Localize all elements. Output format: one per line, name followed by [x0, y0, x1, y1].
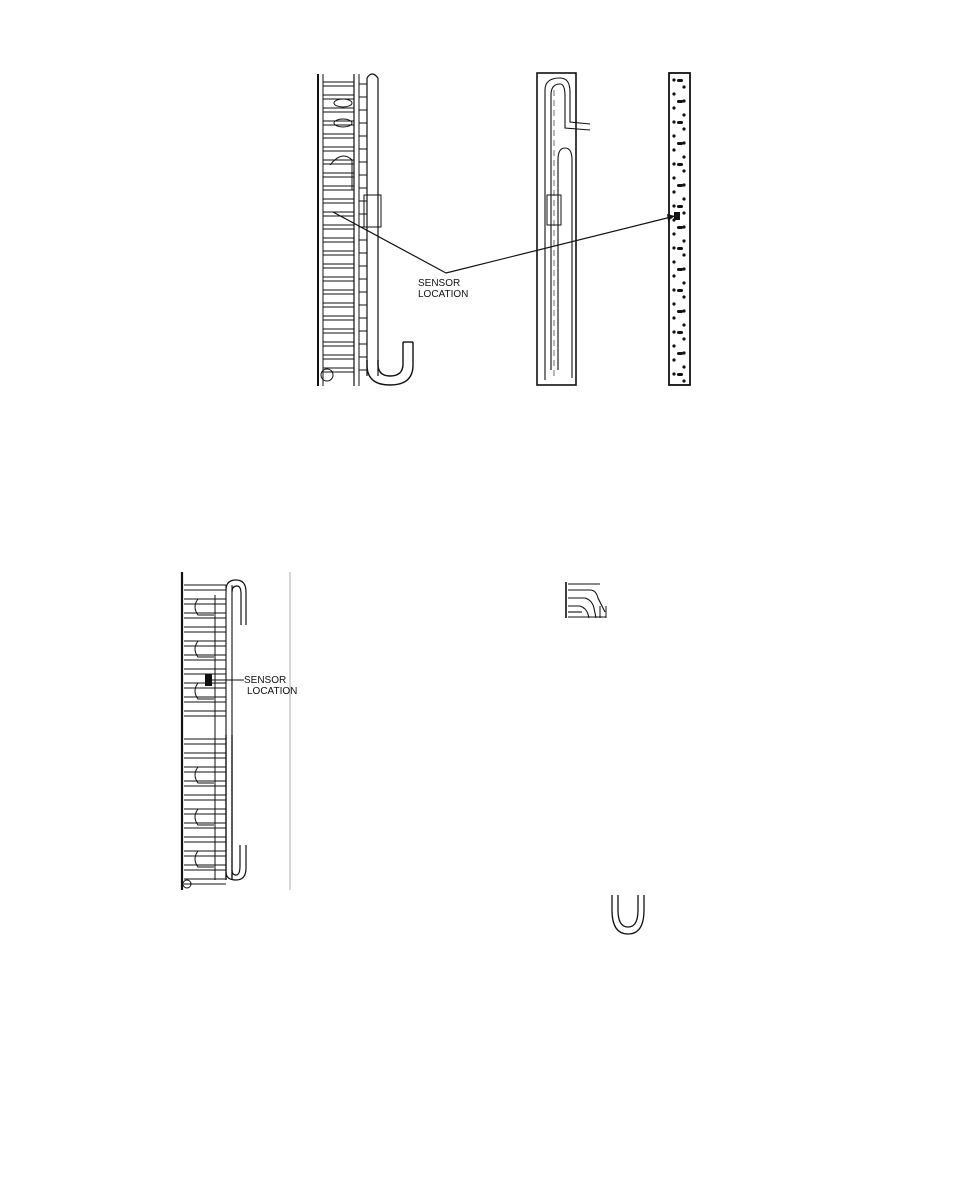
- plate-hole: [672, 120, 675, 123]
- plate-hole: [682, 127, 685, 130]
- plate-hole: [672, 344, 675, 347]
- plate-hole: [672, 274, 675, 277]
- plate-hole: [672, 302, 675, 305]
- plate-slot: [677, 142, 683, 145]
- plate-slot: [677, 331, 683, 334]
- plate-hole: [682, 253, 685, 256]
- top-right-fin-end-plate: [669, 73, 690, 385]
- plate-hole: [682, 169, 685, 172]
- plate-hole: [682, 155, 685, 158]
- sensor-label-bottom-line2: LOCATION: [247, 686, 297, 697]
- plate-hole: [672, 232, 675, 235]
- plate-hole: [682, 85, 685, 88]
- bottom-small-fitting: [566, 581, 606, 619]
- sensor-marker-bottom: [205, 674, 212, 686]
- plate-hole: [672, 176, 675, 179]
- plate-slot: [677, 226, 683, 229]
- bottom-coil-figure: [182, 572, 644, 934]
- plate-slot: [677, 352, 683, 355]
- plate-hole: [672, 260, 675, 263]
- plate-hole: [682, 197, 685, 200]
- plate-hole: [672, 106, 675, 109]
- sensor-label-top-line1: SENSOR: [418, 278, 460, 289]
- plate-hole: [672, 134, 675, 137]
- plate-hole: [682, 295, 685, 298]
- bottom-coil-return-bends: [184, 585, 226, 884]
- plate-hole: [682, 337, 685, 340]
- bottom-left-coil-detail: [182, 572, 290, 890]
- plate-slot: [677, 163, 683, 166]
- plate-hole: [682, 281, 685, 284]
- plate-hole: [682, 113, 685, 116]
- sensor-label-top-line2: LOCATION: [418, 289, 468, 300]
- plate-slot: [677, 79, 683, 82]
- plate-hole: [672, 190, 675, 193]
- sensor-marker-top: [674, 212, 680, 220]
- plate-hole: [672, 288, 675, 291]
- plate-slot: [677, 247, 683, 250]
- plate-hole: [672, 358, 675, 361]
- plate-hole: [672, 330, 675, 333]
- plate-hole: [682, 323, 685, 326]
- plate-hole: [672, 204, 675, 207]
- plate-slot: [677, 205, 683, 208]
- plate-slot: [677, 100, 683, 103]
- bottom-u-bend: [612, 895, 644, 934]
- plate-hole: [682, 211, 685, 214]
- plate-hole: [682, 239, 685, 242]
- plate-slot: [677, 121, 683, 124]
- plate-slot: [677, 184, 683, 187]
- top-middle-coil-side-view: [537, 73, 590, 385]
- plate-hole: [672, 162, 675, 165]
- plate-slot: [677, 373, 683, 376]
- plate-hole: [672, 148, 675, 151]
- plate-hole: [672, 372, 675, 375]
- plate-hole: [672, 78, 675, 81]
- plate-hole: [672, 92, 675, 95]
- plate-hole: [682, 379, 685, 382]
- plate-slot: [677, 268, 683, 271]
- top-coil-figure: [318, 73, 690, 386]
- plate-hole: [672, 246, 675, 249]
- plate-slot: [677, 289, 683, 292]
- sensor-label-bottom-line1: SENSOR: [244, 675, 286, 686]
- plate-slot: [677, 310, 683, 313]
- plate-hole: [672, 316, 675, 319]
- end-plate-tube-holes: [672, 78, 685, 382]
- plate-hole: [682, 365, 685, 368]
